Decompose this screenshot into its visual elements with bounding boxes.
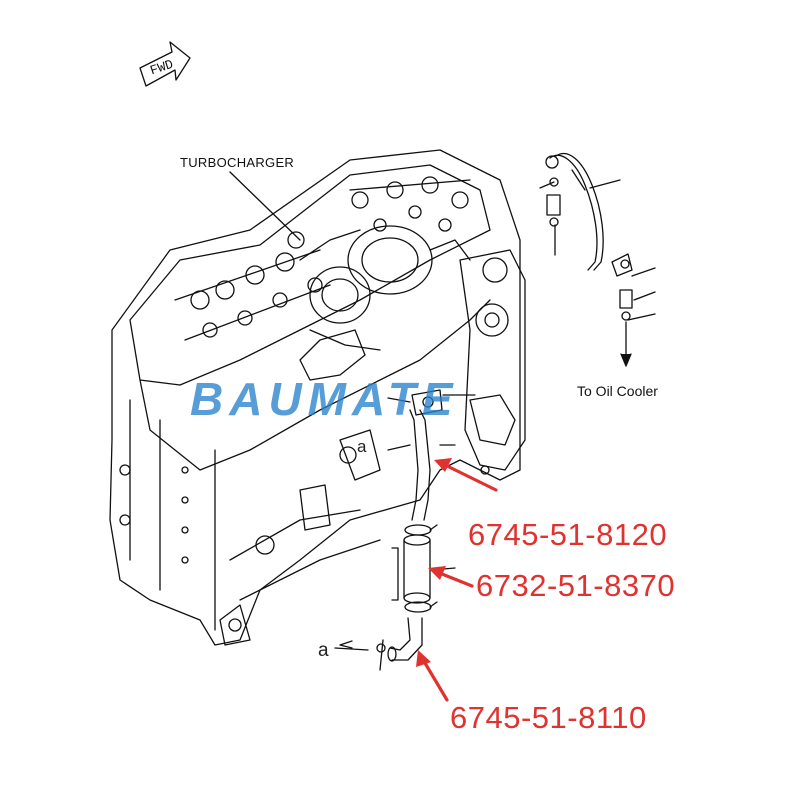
oil-drain-elbow-lower xyxy=(389,617,423,661)
valve-cover-detail xyxy=(174,176,471,341)
to-oil-cooler-label: To Oil Cooler xyxy=(577,383,658,399)
oil-drain-tube-upper xyxy=(409,409,431,521)
part-pointer-arrows xyxy=(416,458,498,702)
fwd-arrow-icon xyxy=(139,41,191,87)
part-number-elbow: 6745-51-8110 xyxy=(450,700,647,735)
oil-cooler-supply-line xyxy=(539,152,656,367)
hose-segment xyxy=(403,539,431,599)
reference-a-upper: a xyxy=(357,437,367,456)
part-number-hose: 6732-51-8370 xyxy=(476,568,676,603)
reference-a-lower: a xyxy=(318,640,329,661)
turbocharger-unit xyxy=(287,225,471,381)
arrow-to-part-1 xyxy=(441,462,498,492)
arrow-to-part-2 xyxy=(435,570,474,588)
turbocharger-label: TURBOCHARGER xyxy=(180,155,295,170)
watermark-text: BAUMATE xyxy=(190,373,459,425)
arrow-to-part-3 xyxy=(420,656,449,702)
engine-block-outline xyxy=(109,149,521,646)
part-number-upper-tube: 6745-51-8120 xyxy=(468,517,668,552)
block-side-detail xyxy=(119,399,381,646)
